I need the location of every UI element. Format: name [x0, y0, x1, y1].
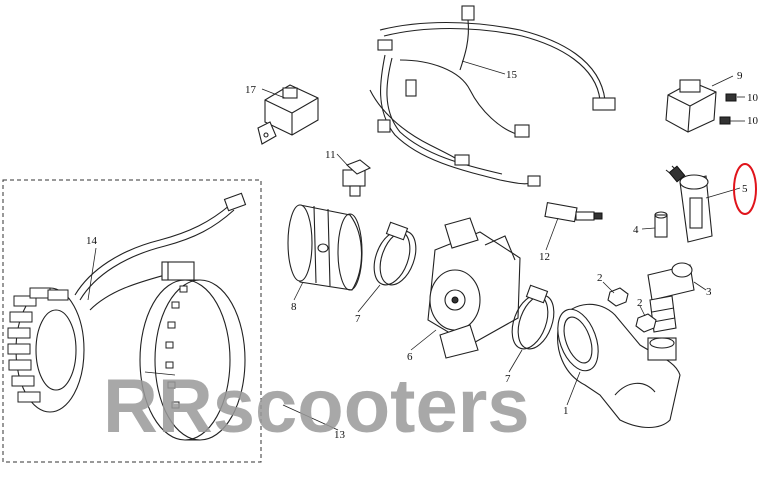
bolt-10b	[719, 116, 731, 125]
temperature-sensor	[342, 159, 372, 197]
fuel-rail	[665, 165, 713, 243]
stator-dashed-box	[2, 179, 262, 463]
callout-5: 5	[742, 183, 748, 195]
callout-9: 9	[737, 70, 743, 82]
part-callouts: 17 11 15 9 10 10 5 4 12 2 2 3 8 7 6 7 1 …	[86, 69, 759, 441]
fuel-injector	[647, 262, 695, 333]
relay	[257, 84, 319, 145]
intake-boot	[287, 204, 363, 291]
watermark: RRscooters	[103, 364, 530, 449]
callout-2a: 2	[597, 272, 603, 284]
bolt-10a	[725, 93, 737, 102]
sensor-12	[544, 202, 603, 223]
callout-15: 13	[334, 429, 346, 441]
callout-10b: 10	[747, 115, 759, 127]
intake-manifold	[557, 303, 681, 429]
callout-2b: 2	[637, 297, 643, 309]
callout-13: 15	[506, 69, 518, 81]
stator-assembly	[2, 179, 262, 463]
hose-clamp-7b	[511, 284, 555, 350]
hose-clamp-7a	[373, 221, 417, 286]
callout-7a: 7	[355, 313, 361, 325]
callout-10a: 10	[747, 92, 759, 104]
callout-17: 14	[86, 235, 98, 247]
nut-2b	[635, 313, 657, 333]
callout-7b: 7	[505, 373, 511, 385]
throttle-body	[427, 217, 521, 359]
callout-8: 8	[291, 301, 297, 313]
highlight-circle	[733, 163, 757, 215]
callout-14: 17	[245, 84, 257, 96]
callout-12: 12	[539, 251, 550, 263]
cdi-module	[665, 79, 717, 133]
callout-3: 3	[706, 286, 712, 298]
wiring-harness	[369, 5, 616, 187]
callout-4: 4	[633, 224, 639, 236]
callout-6: 6	[407, 351, 413, 363]
callout-11: 11	[325, 149, 336, 161]
nut-2a	[607, 287, 629, 307]
injector-clip	[654, 211, 668, 238]
callout-1: 1	[563, 405, 569, 417]
